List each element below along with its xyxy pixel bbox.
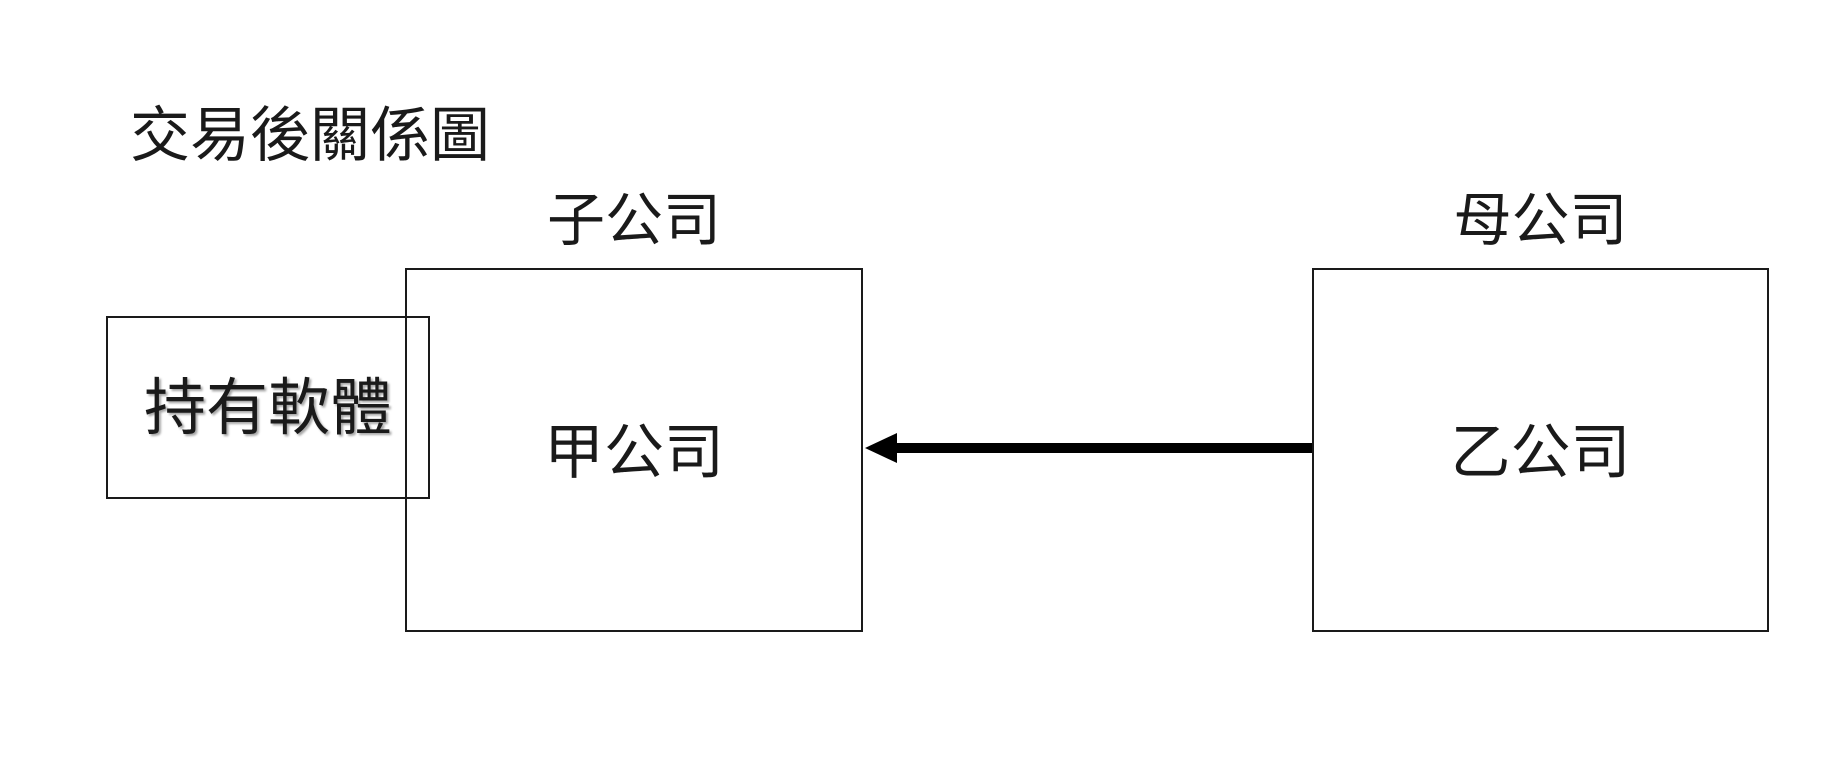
company-b-name: 乙公司: [1450, 418, 1631, 488]
company-a-name: 甲公司: [544, 418, 724, 488]
company-a-box: 甲公司: [405, 268, 863, 632]
company-b-box: 乙公司: [1312, 268, 1769, 632]
ownership-arrow-head: [865, 433, 897, 463]
parent-label: 母公司: [1453, 186, 1628, 254]
software-holding-box: 持有軟體: [106, 316, 430, 499]
diagram-title: 交易後關係圖: [130, 101, 490, 171]
subsidiary-label: 子公司: [546, 186, 721, 254]
software-holding-label: 持有軟體: [144, 370, 393, 444]
